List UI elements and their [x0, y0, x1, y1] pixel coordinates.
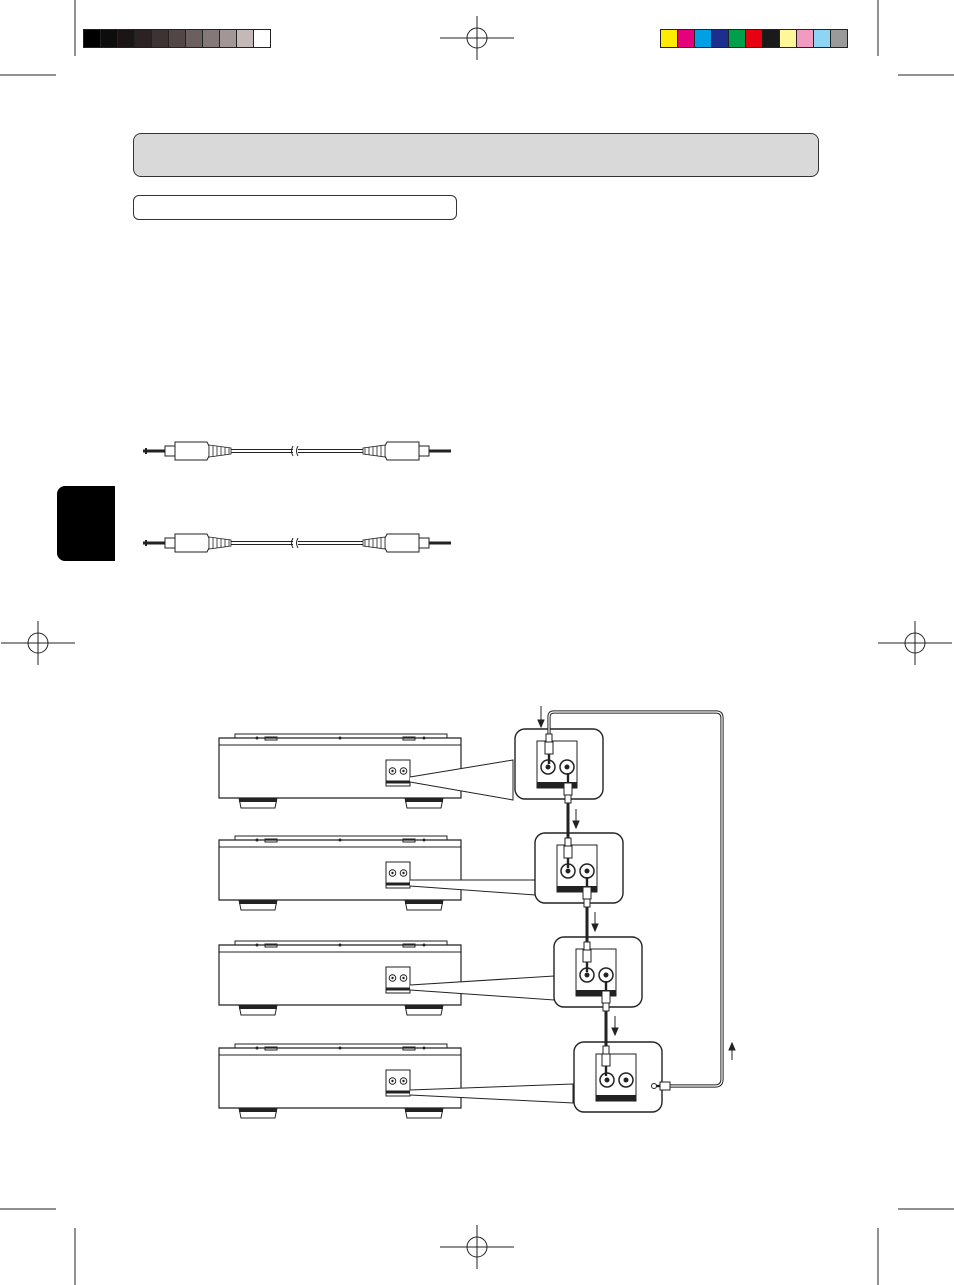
- remote-jack-panel-icon: [553, 936, 643, 1008]
- registration-mark-icon: [439, 1224, 515, 1270]
- component-rear-panel-icon: [217, 732, 463, 810]
- component-rear-panel-icon: [217, 939, 463, 1017]
- cable-with-jack-plugs-icon: [141, 440, 453, 462]
- component-rear-panel-icon: [217, 1042, 463, 1120]
- plug-icon: [651, 1081, 671, 1091]
- registration-mark-icon: [439, 15, 515, 61]
- remote-jack-panel-icon: [534, 832, 624, 904]
- registration-mark-icon: [877, 620, 953, 666]
- signal-direction-arrow-icon: [537, 706, 736, 1060]
- remote-jack-panel-icon: [573, 1041, 663, 1113]
- registration-mark-icon: [0, 620, 76, 666]
- calibration-swatch: [830, 29, 848, 48]
- side-index-tab: [57, 486, 115, 561]
- color-calibration-bar: [660, 29, 848, 48]
- remote-jack-panel-icon: [514, 728, 604, 800]
- grayscale-calibration-bar: [83, 29, 271, 48]
- calibration-swatch: [253, 29, 271, 48]
- subsection-header-box: [133, 195, 457, 220]
- section-header-box: [133, 133, 819, 177]
- component-rear-panel-icon: [217, 834, 463, 912]
- cable-with-jack-plugs-icon: [141, 532, 453, 554]
